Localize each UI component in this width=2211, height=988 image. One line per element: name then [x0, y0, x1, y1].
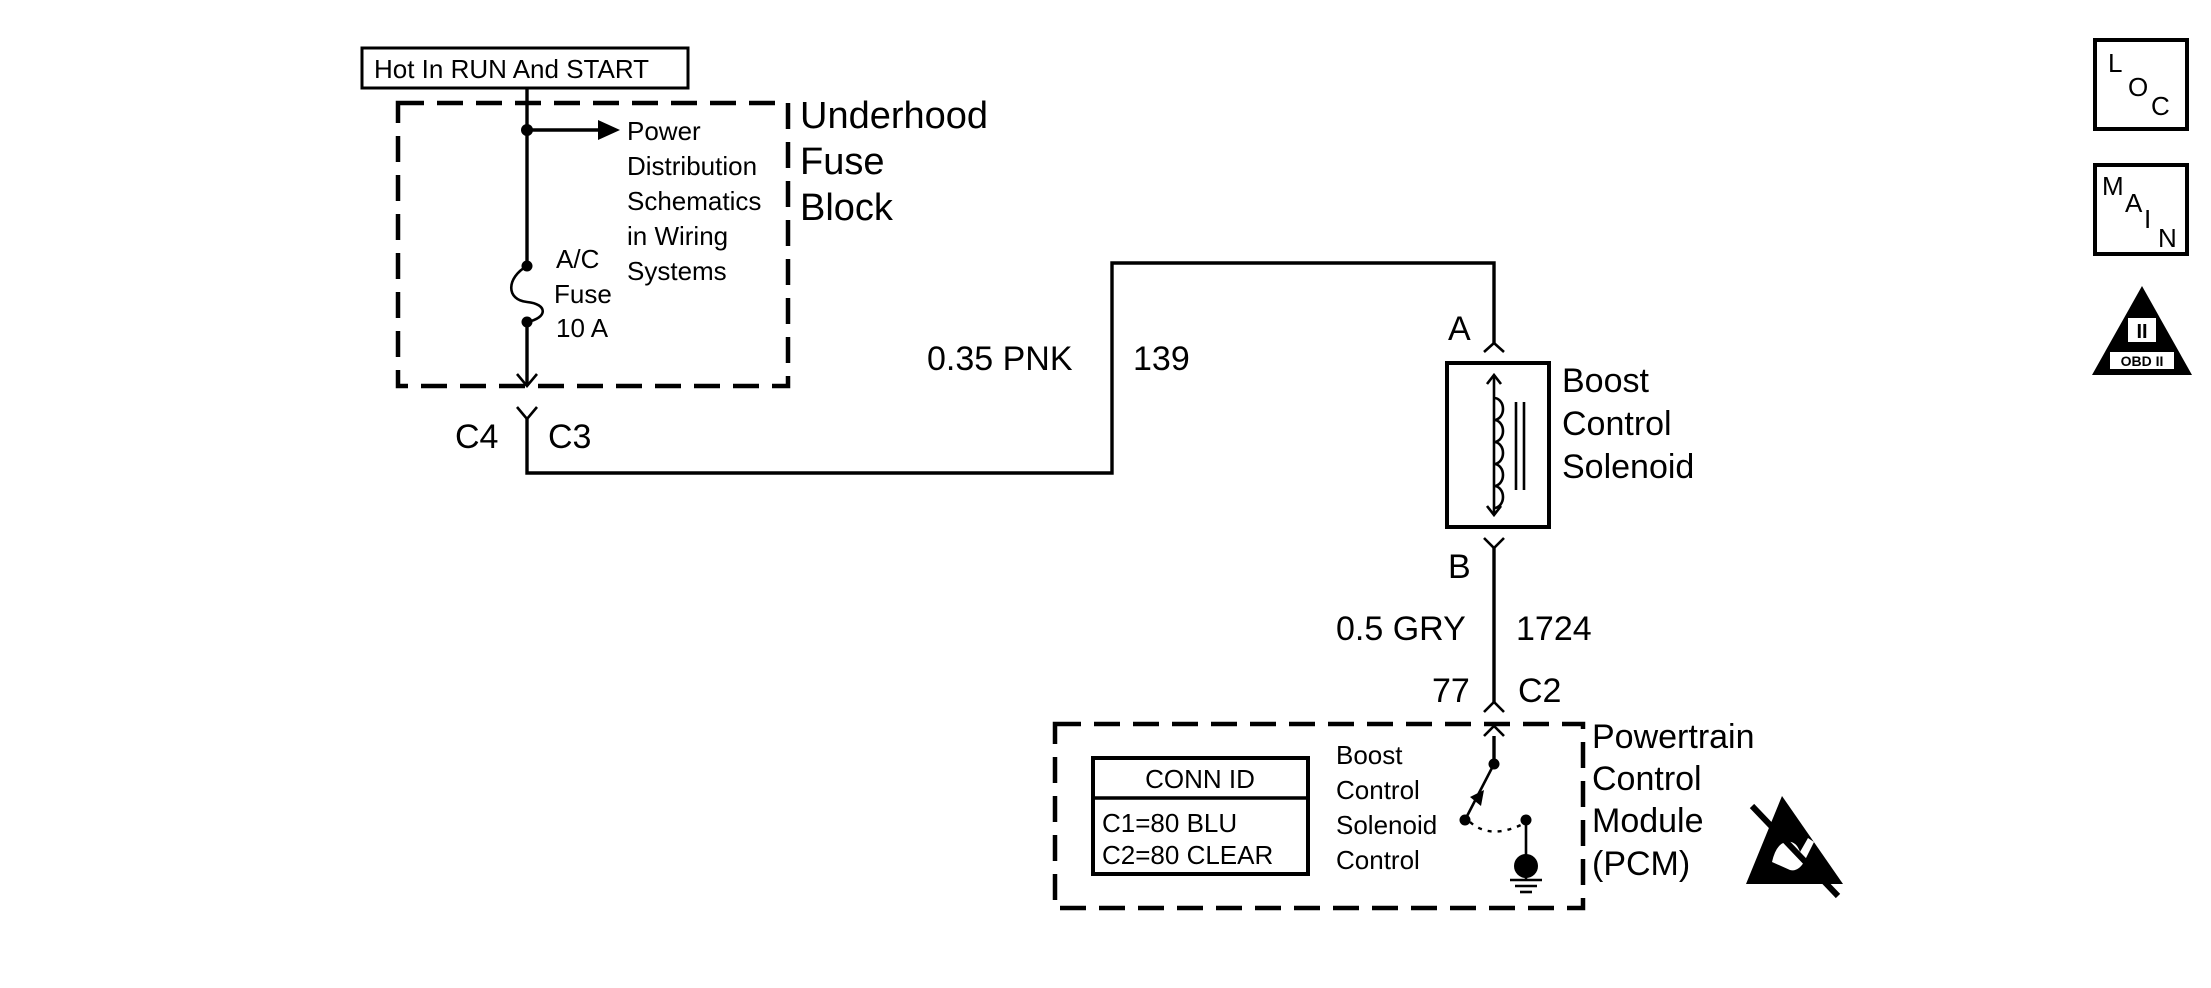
pcm-connector-male-icon [1483, 724, 1505, 737]
main-nav-icon[interactable]: M A I N [2093, 163, 2189, 256]
loc-letter-2: O [2128, 72, 2148, 102]
wire-1724-color-label: 0.5 GRY [1336, 610, 1466, 648]
conn-id-row-1: C1=80 BLU [1102, 808, 1237, 838]
wire-139-pnk [525, 261, 1496, 475]
ground-icon [1510, 854, 1542, 894]
solenoid-name-line-1: Boost [1562, 362, 1649, 400]
fuse-icon [510, 260, 544, 328]
loc-nav-icon[interactable]: L O C [2093, 38, 2189, 131]
arrow-right-icon [598, 120, 620, 140]
control-function-label: Boost Control Solenoid Control [1336, 740, 1437, 875]
ref-line-1: Power [627, 116, 701, 146]
wire-139-circuit-label: 139 [1133, 340, 1190, 378]
pcm-pin-label: 77 [1432, 672, 1470, 710]
loc-letter-1: L [2108, 48, 2122, 78]
pcm-name: Powertrain Control Module (PCM) [1592, 718, 1755, 883]
solenoid-pin-b-label: B [1448, 548, 1471, 586]
conn-id-title: CONN ID [1145, 764, 1255, 794]
wire-139-color-label: 0.35 PNK [927, 340, 1073, 378]
connector-pin-a-icon [1483, 341, 1505, 353]
control-line-4: Control [1336, 845, 1420, 875]
control-switch-icon [1459, 736, 1532, 856]
conn-id-row-2: C2=80 CLEAR [1102, 840, 1273, 870]
fuse-label-line-3: 10 A [556, 313, 609, 343]
ref-line-5: Systems [627, 256, 727, 286]
fuse-label-line-2: Fuse [554, 279, 612, 309]
fuse-block-outline [395, 100, 791, 389]
obd-roman-label: II [2136, 321, 2147, 343]
pcm-name-line-3: Module [1592, 802, 1704, 840]
pcm-connector-female-icon [1483, 700, 1505, 713]
connector-female-icon [516, 373, 538, 389]
pcm-connector-label: C2 [1518, 672, 1561, 710]
pcm-name-line-4: (PCM) [1592, 845, 1690, 883]
fuse-label: A/C Fuse 10 A [554, 244, 612, 343]
solenoid-pin-a-label: A [1448, 310, 1471, 348]
main-letter-2: A [2125, 188, 2143, 218]
connector-pin-b-icon [1483, 537, 1505, 550]
power-source-text: Hot In RUN And START [374, 54, 649, 84]
fuse-block-name: Underhood Fuse Block [800, 95, 988, 229]
main-letter-1: M [2102, 171, 2124, 201]
wire-1724-circuit-label: 1724 [1516, 610, 1592, 648]
main-letter-4: N [2158, 223, 2177, 253]
solenoid-box [1445, 361, 1551, 529]
pcm-name-line-2: Control [1592, 760, 1702, 798]
fuse-block-name-line-3: Block [800, 187, 894, 229]
solenoid-name-line-2: Control [1562, 405, 1672, 443]
connector-c4-label: C4 [455, 418, 498, 456]
pcm-outline [1052, 721, 1586, 911]
solenoid-coil-icon [1485, 372, 1526, 518]
conn-id-table: CONN ID C1=80 BLU C2=80 CLEAR [1091, 756, 1310, 876]
ref-line-4: in Wiring [627, 221, 728, 251]
solenoid-name: Boost Control Solenoid [1562, 362, 1694, 486]
power-source-label: Hot In RUN And START [360, 46, 690, 90]
fuse-block-name-line-1: Underhood [800, 95, 988, 137]
esd-warning-icon [1746, 796, 1843, 899]
ref-line-2: Distribution [627, 151, 757, 181]
fuse-label-line-1: A/C [556, 244, 599, 274]
obd-ii-nav-icon[interactable]: II OBD II [2092, 286, 2192, 375]
obd-text-label: OBD II [2121, 353, 2164, 369]
main-letter-3: I [2144, 204, 2151, 234]
connector-c3-label: C3 [548, 418, 591, 456]
control-line-3: Solenoid [1336, 810, 1437, 840]
ref-line-3: Schematics [627, 186, 761, 216]
control-line-1: Boost [1336, 740, 1403, 770]
connector-male-icon [516, 406, 538, 422]
solenoid-name-line-3: Solenoid [1562, 448, 1694, 486]
control-line-2: Control [1336, 775, 1420, 805]
loc-letter-3: C [2151, 91, 2170, 121]
pcm-name-line-1: Powertrain [1592, 718, 1755, 756]
power-distribution-reference: Power Distribution Schematics in Wiring … [627, 116, 761, 286]
fuse-block-name-line-2: Fuse [800, 141, 884, 183]
